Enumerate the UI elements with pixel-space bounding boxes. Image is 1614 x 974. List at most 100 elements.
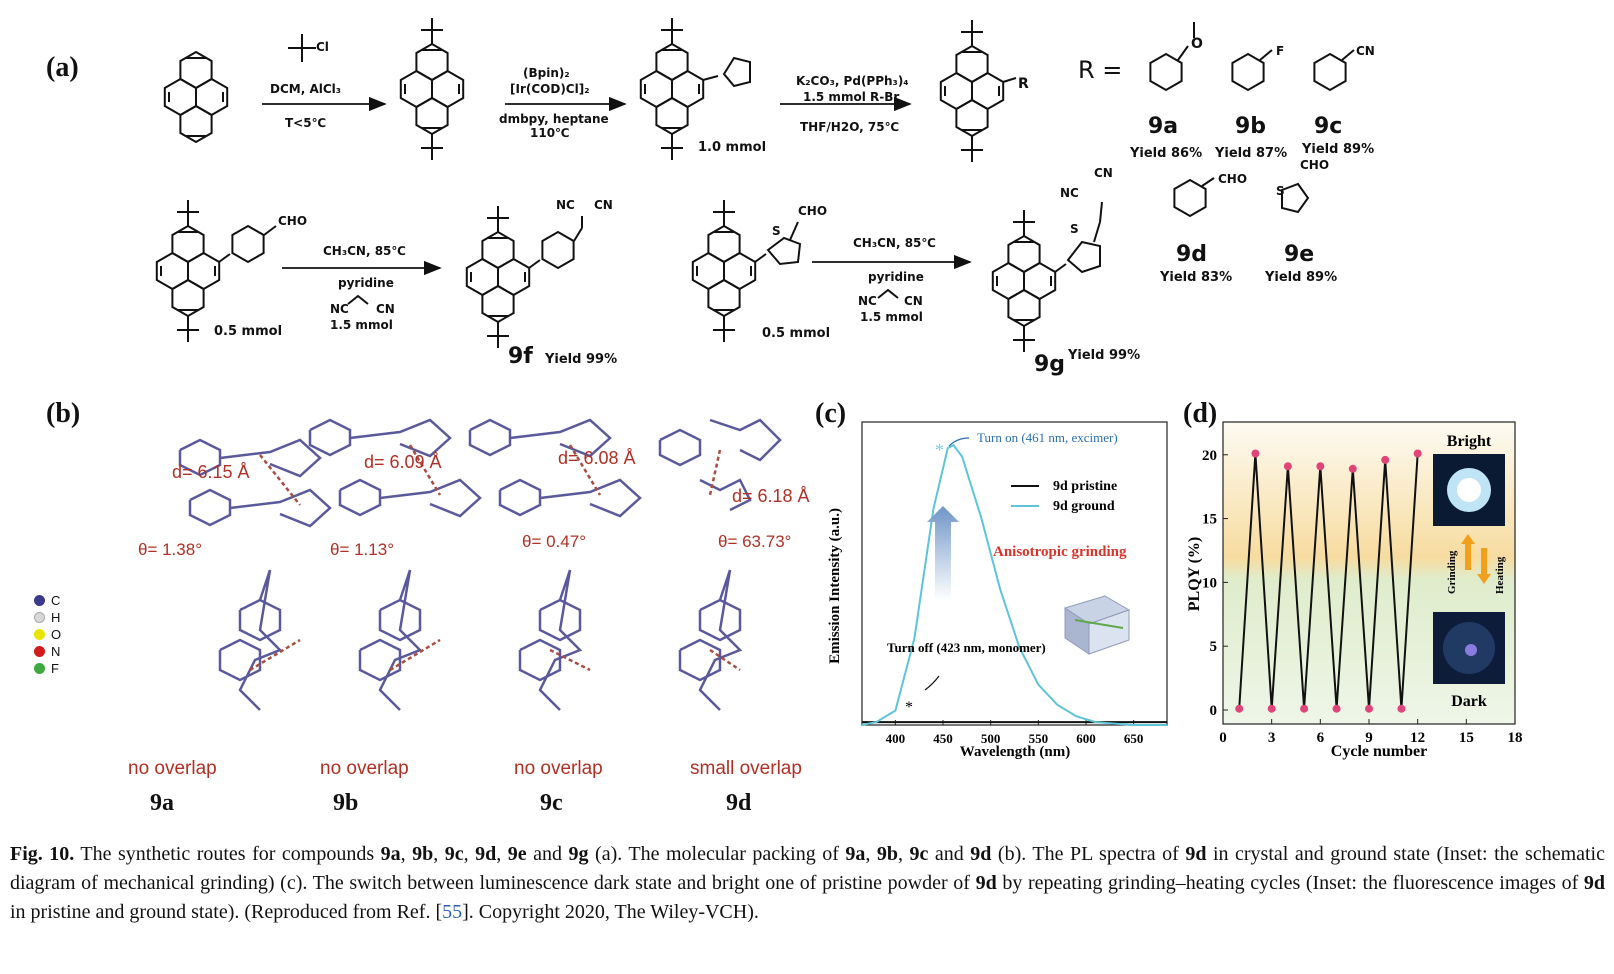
reaction-scheme	[155, 17, 1355, 353]
product-9g-cn: CN	[1094, 166, 1113, 180]
plqy-xtick-label: 15	[1459, 730, 1474, 746]
compound-9b-yield: Yield 87%	[1215, 146, 1288, 161]
plqy-data-point	[1365, 704, 1373, 713]
packing-9c	[468, 418, 642, 711]
product-9g	[991, 201, 1103, 353]
step2-line1: (Bpin)₂	[523, 66, 570, 80]
panel-a-label: (a)	[46, 52, 79, 83]
caption-text: ,	[496, 843, 508, 865]
caption-compound: 9c	[444, 843, 464, 865]
caption-text: by repeating grinding–heating cycles (In…	[996, 872, 1584, 894]
plqy-data-point	[1267, 704, 1276, 713]
bright-photo-icon	[1433, 454, 1505, 526]
step5-line5: 1.5 mmol	[860, 310, 923, 324]
plqy-data-point	[1397, 704, 1406, 713]
caption-text: and	[928, 843, 971, 865]
step5-line1: CH₃CN, 85℃	[853, 236, 936, 250]
step4-line5: 1.5 mmol	[330, 318, 393, 332]
legend-h: H	[34, 609, 61, 626]
plqy-ytick-label: 10	[1202, 575, 1217, 591]
caption-compound: 9c	[909, 843, 929, 865]
step2-line4: 110℃	[530, 126, 570, 140]
angle-9b: θ= 1.13°	[330, 540, 394, 559]
caption-compound: 9a	[380, 843, 401, 865]
panel-c-label: (c)	[815, 398, 847, 429]
r-pyrene	[939, 19, 1017, 163]
caption-compound: 9e	[507, 843, 527, 865]
step3-line2: 1.5 mmol R-Br	[803, 90, 900, 104]
pl-series-ground	[861, 443, 1167, 726]
caption-text: The synthetic routes for compounds	[74, 843, 381, 865]
pl-xlabel: Wavelength (nm)	[960, 744, 1070, 760]
plqy-data-point	[1348, 464, 1357, 473]
legend-n: N	[34, 643, 61, 660]
plqy-xtick-label: 6	[1317, 730, 1325, 746]
caption-text: ,	[898, 843, 910, 865]
plqy-ytick-label: 0	[1210, 703, 1218, 719]
cho-phenyl-pyrene	[155, 199, 277, 343]
overlap-9b: no overlap	[320, 758, 409, 779]
caption-compound: 9d	[970, 843, 992, 865]
atom-f-swatch	[34, 663, 45, 674]
plqy-data-point	[1283, 462, 1292, 471]
step3-line3: THF/H2O, 75℃	[800, 120, 900, 134]
formyl-cho-9e: CHO	[1300, 158, 1330, 172]
packing-compound-9d: 9d	[726, 790, 752, 816]
atom-h-swatch	[34, 612, 45, 623]
plqy-xlabel: Cycle number	[1331, 743, 1427, 760]
caption-compound: 9b	[412, 843, 434, 865]
bpin-amount: 1.0 mmol	[698, 140, 767, 155]
dark-photo-icon	[1433, 612, 1505, 684]
pl-ylabel: Emission Intensity (a.u.)	[827, 508, 843, 664]
overlap-9c: no overlap	[514, 758, 603, 779]
compound-9e-label: 9e	[1284, 242, 1315, 267]
packing-9a	[178, 438, 332, 711]
pl-turn-on-label: Turn on (461 nm, excimer)	[977, 430, 1118, 445]
caption-reference-link[interactable]: 55	[442, 901, 463, 923]
grinding-up-arrow-icon	[1465, 542, 1471, 570]
bpin-pyrene	[639, 17, 751, 161]
product-9f-label: 9f	[508, 344, 533, 369]
caption-text: in pristine and ground state). (Reproduc…	[10, 901, 443, 923]
atom-o-swatch	[34, 629, 45, 640]
distance-9c: d= 6.08 Å	[558, 448, 636, 468]
step4-line1: CH₃CN, 85℃	[323, 244, 406, 258]
caption-compound: 9b	[876, 843, 899, 865]
angle-9c: θ= 0.47°	[522, 532, 586, 551]
packing-compound-9b: 9b	[333, 790, 359, 816]
overlap-9d: small overlap	[690, 758, 802, 779]
formyl-cho-9d: CHO	[1218, 172, 1248, 186]
r-equals: R =	[1078, 56, 1123, 84]
plqy-data-point	[1316, 462, 1325, 471]
heating-down-arrow-icon	[1481, 548, 1487, 576]
plqy-xtick-label: 9	[1365, 730, 1373, 746]
step5-amount: 0.5 mmol	[762, 326, 831, 341]
thiophene-s-9g: S	[1070, 222, 1079, 236]
caption-text: ,	[400, 843, 413, 865]
heating-arrowhead-icon	[1477, 574, 1491, 584]
grinding-arrowhead-icon	[1461, 534, 1475, 544]
compound-9c-label: 9c	[1314, 114, 1343, 139]
distance-9d: d= 6.18 Å	[732, 486, 810, 506]
caption-text: ,	[463, 843, 476, 865]
atom-f-label: F	[51, 661, 59, 676]
step1-conditions: DCM, AlCl₃	[270, 82, 342, 96]
product-9g-nc: NC	[1060, 186, 1079, 200]
angle-9d: θ= 63.73°	[718, 532, 792, 551]
substituent-9b	[1231, 49, 1273, 91]
turn-off-pointer-icon	[924, 675, 940, 691]
compound-9a-label: 9a	[1148, 114, 1179, 139]
plqy-data-point	[1381, 455, 1390, 464]
compound-9c-yield: Yield 89%	[1302, 142, 1375, 157]
step2-line2: [Ir(COD)Cl]₂	[510, 82, 590, 96]
step4-amount: 0.5 mmol	[214, 324, 283, 339]
angle-9a: θ= 1.38°	[138, 540, 202, 559]
plqy-data-point	[1332, 704, 1341, 713]
increase-arrow-icon	[927, 506, 959, 600]
distance-9b: d= 6.09 Å	[364, 452, 442, 472]
peak-asterisk-icon: *	[935, 440, 944, 460]
thiophene-s-9e: S	[1276, 184, 1285, 198]
caption-fig-number: Fig. 10.	[10, 843, 75, 865]
